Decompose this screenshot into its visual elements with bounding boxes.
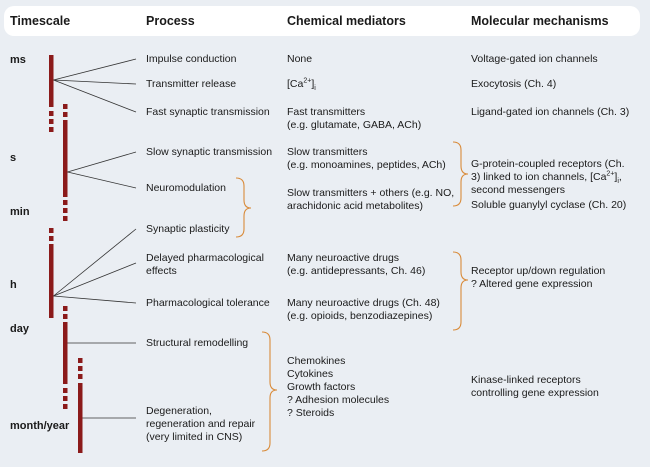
mechanism-ligand-gated: Ligand-gated ion channels (Ch. 3)	[471, 106, 630, 118]
process-synaptic-plasticity: Synaptic plasticity	[146, 223, 230, 235]
mediator-adhesion-molecules: ? Adhesion molecules	[287, 394, 390, 406]
mediator-steroids: ? Steroids	[287, 407, 335, 419]
link-slow	[67, 151, 137, 173]
link-neuromod	[67, 171, 137, 189]
mediator-slow-plus-others: Slow transmitters + others (e.g. NO, ara…	[287, 187, 455, 212]
mediator-fast-transmitters: Fast transmitters (e.g. glutamate, GABA,…	[287, 106, 422, 131]
timescale-s: s	[10, 152, 17, 164]
link-fast	[53, 79, 137, 113]
bar-month-dash	[78, 358, 83, 363]
header-molecular-mechanisms: Molecular mechanisms	[471, 14, 609, 28]
link-tolerance	[53, 295, 137, 304]
mediator-growth-factors: Growth factors	[287, 381, 356, 393]
process-degeneration: Degeneration, regeneration and repair (v…	[146, 405, 256, 443]
timescale-ms: ms	[10, 54, 26, 66]
bar-day	[63, 322, 68, 384]
bar-s	[63, 120, 68, 197]
brace-growth	[261, 331, 278, 452]
brace-gpcr	[452, 141, 469, 207]
mediator-slow-transmitters: Slow transmitters (e.g. monoamines, pept…	[287, 146, 446, 171]
bar-h-dash	[49, 228, 54, 233]
bar-ms-dash	[49, 111, 54, 116]
mediator-none: None	[287, 53, 313, 65]
process-impulse-conduction: Impulse conduction	[146, 53, 237, 65]
mechanism-voltage-gated: Voltage-gated ion channels	[471, 53, 598, 65]
mechanism-exocytosis: Exocytosis (Ch. 4)	[471, 78, 557, 90]
mediator-drugs-opioids: Many neuroactive drugs (Ch. 48) (e.g. op…	[287, 297, 440, 322]
bar-day-dash	[63, 306, 68, 311]
mediator-growth-list: Chemokines Cytokines Growth factors ? Ad…	[287, 355, 389, 420]
mechanism-receptor-regulation: Receptor up/down regulation ? Altered ge…	[471, 265, 606, 290]
bar-day-dash2	[63, 388, 68, 393]
bar-h	[49, 244, 54, 318]
timescale-h: h	[10, 279, 17, 291]
process-pharmacological-tolerance: Pharmacological tolerance	[146, 297, 270, 309]
process-delayed-effects: Delayed pharmacological effects	[146, 252, 264, 277]
mediator-calcium: [Ca2+]i	[287, 77, 316, 93]
timescale-day: day	[10, 323, 29, 335]
process-fast-synaptic: Fast synaptic transmission	[146, 106, 270, 118]
bar-s-dash2	[63, 200, 68, 205]
header-process: Process	[146, 14, 195, 28]
bar-s-dash	[63, 104, 68, 109]
header-timescale: Timescale	[10, 14, 71, 28]
bar-ms	[49, 55, 54, 107]
timescale-month-year: month/year	[10, 420, 70, 432]
header-chemical-mediators: Chemical mediators	[287, 14, 406, 28]
bar-month	[78, 383, 83, 453]
link-release	[53, 79, 137, 85]
mechanism-gpcr: G-protein-coupled receptors (Ch. 3) link…	[471, 158, 625, 196]
mechanism-guanylyl-cyclase: Soluble guanylyl cyclase (Ch. 20)	[471, 199, 627, 211]
mechanism-kinase-linked: Kinase-linked receptors controlling gene…	[471, 374, 599, 399]
brace-neuromod	[235, 177, 252, 238]
header-bar	[4, 6, 640, 36]
process-neuromodulation: Neuromodulation	[146, 182, 226, 194]
mediator-cytokines: Cytokines	[287, 368, 334, 380]
timescale-min: min	[10, 206, 30, 218]
process-structural-remodelling: Structural remodelling	[146, 337, 249, 349]
link-impulse	[53, 58, 137, 81]
process-transmitter-release: Transmitter release	[146, 78, 237, 90]
mediator-chemokines: Chemokines	[287, 355, 346, 367]
link-plasticity	[53, 228, 137, 297]
link-delayed	[53, 262, 137, 297]
brace-receptor-reg	[452, 251, 469, 331]
mediator-drugs-antidepressants: Many neuroactive drugs (e.g. antidepress…	[287, 252, 426, 277]
process-slow-synaptic: Slow synaptic transmission	[146, 146, 273, 158]
